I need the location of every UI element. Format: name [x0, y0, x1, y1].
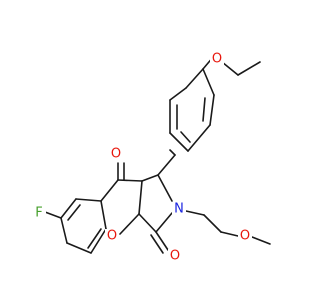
bond [157, 174, 173, 202]
bond [169, 87, 187, 101]
bond [202, 97, 206, 122]
bond [67, 204, 81, 221]
bond [150, 234, 164, 254]
ether-oxygen-label: O [212, 52, 222, 67]
bond [87, 228, 102, 249]
bond [60, 217, 68, 244]
bond [138, 180, 143, 215]
bond [117, 179, 143, 182]
fluorine-label: F [35, 206, 42, 221]
bond [100, 200, 107, 230]
bond [237, 61, 261, 76]
bond [169, 149, 176, 156]
bond [187, 124, 211, 152]
bond [141, 174, 159, 182]
bond [180, 131, 191, 143]
bond [75, 198, 102, 202]
lactam-oxygen-label: O [170, 249, 180, 264]
ring-oxygen-label: O [107, 229, 117, 244]
structure-canvas: O O F O N O O [35, 51, 271, 264]
bond [251, 236, 271, 245]
bond [209, 94, 215, 126]
bond [202, 68, 215, 96]
bond [185, 68, 204, 89]
bond [60, 198, 77, 219]
bond [155, 212, 173, 233]
bond [119, 213, 140, 235]
bond [138, 213, 157, 233]
bond [185, 210, 205, 216]
bond [220, 231, 239, 237]
bond [157, 154, 176, 176]
bond [221, 61, 239, 76]
nitrogen-label: N [174, 202, 184, 217]
bond [44, 211, 62, 219]
ketone-oxygen-label: O [111, 147, 121, 162]
methoxy-oxygen-label: O [240, 229, 250, 244]
bond [169, 132, 189, 152]
bond [203, 214, 222, 233]
bond [100, 179, 119, 202]
bond [90, 228, 107, 254]
molecule-drawing: O O F O N O O [35, 51, 271, 264]
bond [155, 231, 169, 251]
bond [66, 242, 92, 254]
